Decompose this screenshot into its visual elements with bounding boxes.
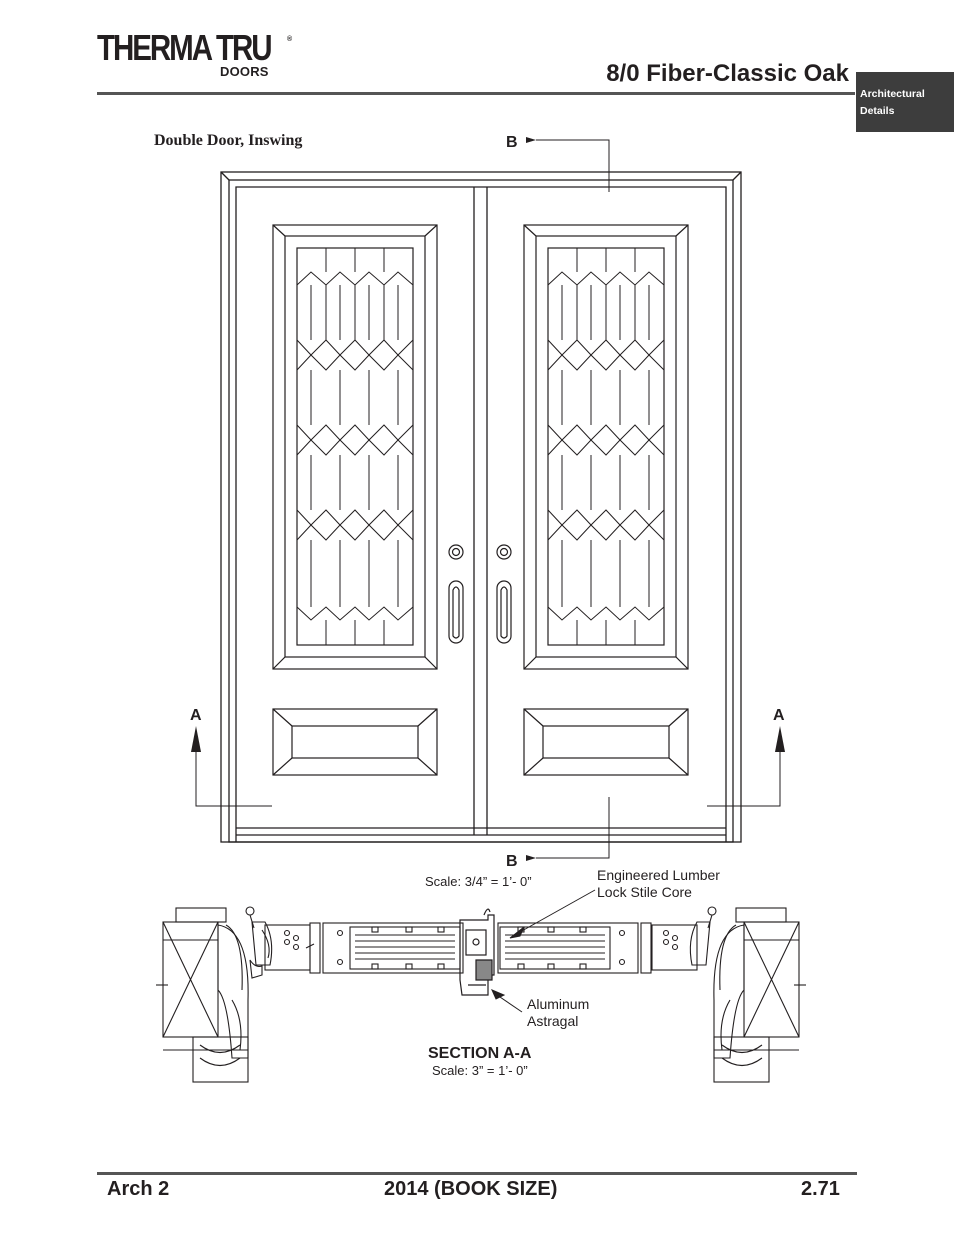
section-tab-line-1: Architectural: [860, 88, 925, 100]
callout-core-line-2: Lock Stile Core: [597, 884, 692, 900]
brand-subtitle: DOORS: [220, 64, 269, 79]
section-arrow-a-left: [191, 726, 201, 752]
section-tab: Architectural Details: [856, 72, 954, 132]
drawing-subtitle: Double Door, Inswing: [154, 132, 303, 149]
section-mark-a-right: A: [773, 707, 785, 724]
section-mark-a-left: A: [190, 707, 202, 724]
section-cut-lines: [195, 137, 781, 861]
right-glass-came-pattern: [547, 248, 665, 645]
elevation-scale: Scale: 3/4” = 1’- 0”: [425, 874, 532, 889]
brand-registered-mark: ®: [287, 36, 293, 43]
section-door-slab-right: [497, 922, 652, 974]
callout-astragal-line-2: Astragal: [527, 1013, 578, 1029]
left-glass-came-pattern: [296, 248, 414, 645]
page-title: 8/0 Fiber-Classic Oak: [606, 60, 849, 87]
section-title: SECTION A-A: [428, 1045, 532, 1062]
section-astragal: [459, 908, 495, 996]
footer-left: Arch 2: [107, 1178, 170, 1200]
footer-page-number: 2.71: [801, 1178, 840, 1200]
section-mark-b-top: B: [506, 134, 518, 151]
right-lower-panel: [523, 708, 689, 776]
brand-name: THERMA TRU: [97, 27, 273, 68]
header-rule: [97, 92, 855, 95]
door-frame: [220, 171, 742, 843]
section-door-slab-left: [305, 922, 464, 974]
section-callout-leaders: [491, 889, 596, 1013]
section-scale: Scale: 3” = 1’- 0”: [432, 1063, 528, 1078]
section-right-jamb: [651, 906, 806, 1083]
section-arrow-a-right: [775, 726, 785, 752]
section-mark-b-bottom: B: [506, 853, 518, 870]
left-lower-panel: [272, 708, 438, 776]
right-door-hardware: [496, 544, 512, 644]
footer-rule: [97, 1172, 857, 1175]
left-door-hardware: [448, 544, 464, 644]
footer-center: 2014 (BOOK SIZE): [384, 1178, 558, 1200]
section-left-jamb: [156, 906, 311, 1083]
brand-logo: THERMA TRU: [97, 27, 273, 68]
right-glass-panel: [523, 224, 689, 670]
callout-astragal-line-1: Aluminum: [527, 996, 589, 1012]
section-tab-line-2: Details: [860, 105, 895, 117]
callout-core-line-1: Engineered Lumber: [597, 867, 720, 883]
